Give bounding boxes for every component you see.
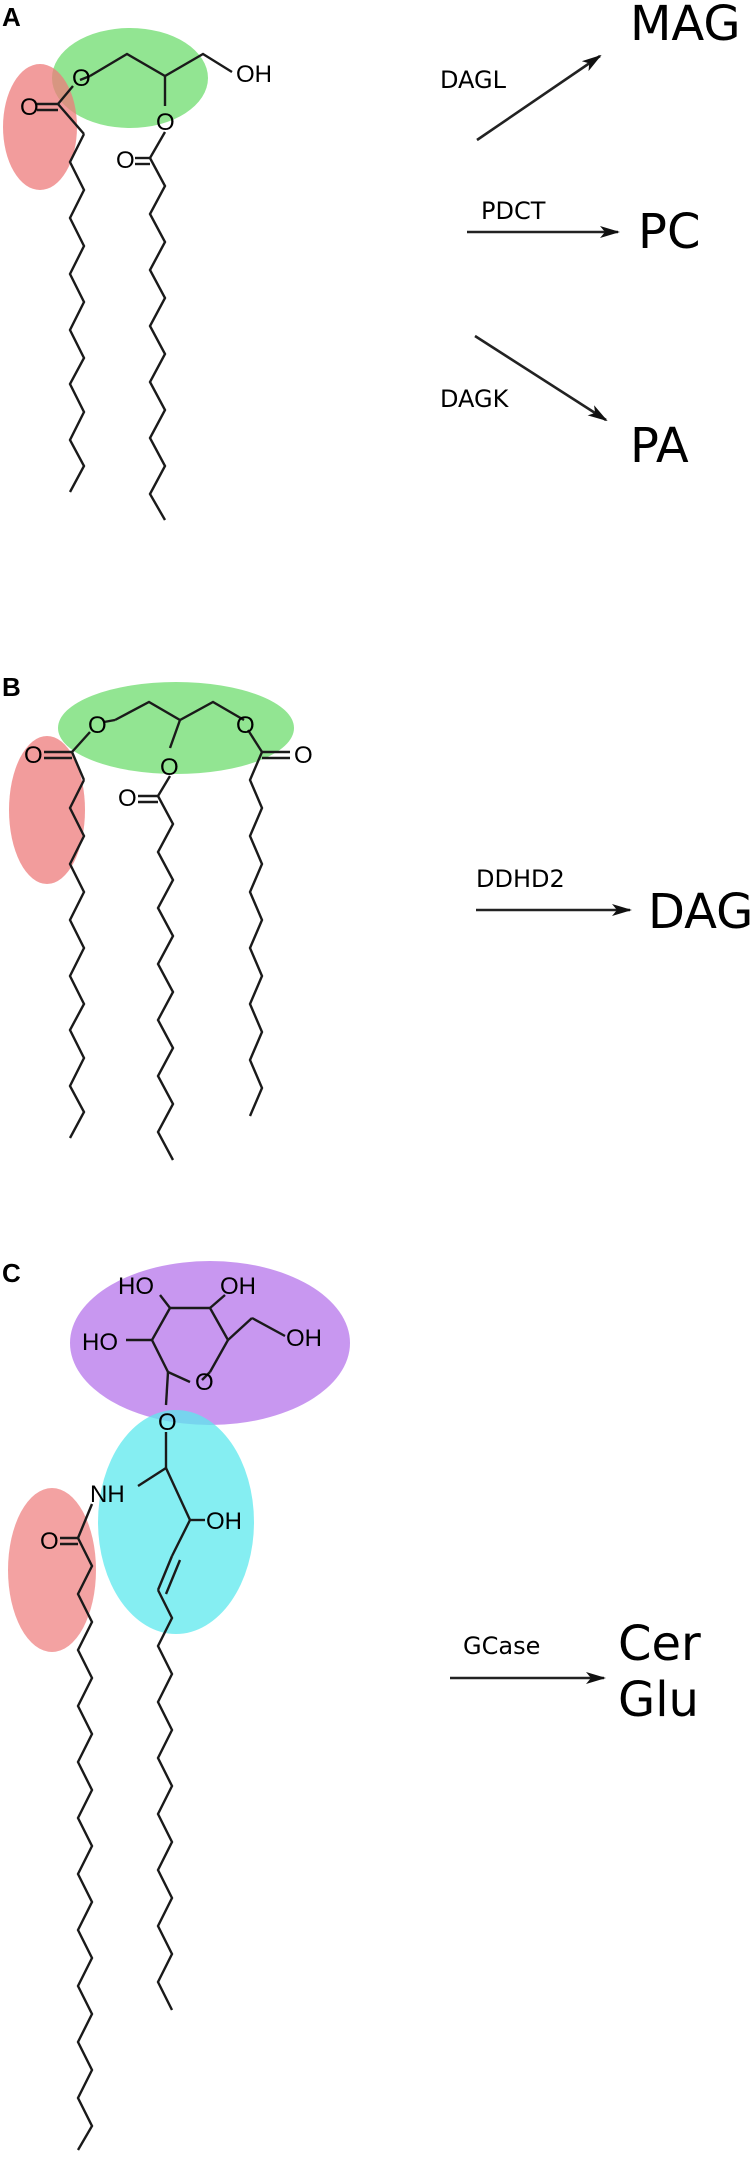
ester-carbonyl-highlight <box>3 64 77 190</box>
glucose-highlight <box>70 1261 350 1425</box>
product-label-pa: PA <box>630 418 689 474</box>
oxygen-atom: O <box>20 94 39 121</box>
product-label-cer: Cer <box>618 1616 701 1672</box>
reaction-pdct: PDCT PC <box>467 197 700 260</box>
amide-carbonyl-highlight <box>8 1488 96 1652</box>
reaction-gcase: GCase Cer Glu <box>450 1616 701 1728</box>
molecule-tag: O O O O O O <box>24 700 313 1161</box>
oxygen-atom: O <box>236 712 255 739</box>
glycosidic-oxygen-atom: O <box>158 1409 177 1436</box>
product-label-mag: MAG <box>630 0 741 52</box>
panel-c-label: C <box>2 1258 21 1288</box>
oxygen-atom: O <box>118 785 137 812</box>
enzyme-label-pdct: PDCT <box>481 197 546 225</box>
hydroxyl-group: OH <box>220 1273 256 1300</box>
panel-c: C <box>2 1258 701 2151</box>
hydroxyl-group: HO <box>82 1329 118 1356</box>
amine-group: NH <box>90 1481 125 1508</box>
hydroxyl-group: OH <box>286 1325 322 1352</box>
oxygen-atom: O <box>156 109 175 136</box>
product-label-dag: DAG <box>648 884 753 940</box>
enzyme-label-dagk: DAGK <box>440 385 510 413</box>
panel-b-label: B <box>2 672 21 702</box>
enzyme-label-ddhd2: DDHD2 <box>476 865 565 893</box>
ring-oxygen-atom: O <box>195 1369 214 1396</box>
product-label-pc: PC <box>638 204 700 260</box>
panel-a-label: A <box>2 2 21 32</box>
hydroxyl-group: OH <box>236 61 272 88</box>
hydroxyl-group: HO <box>118 1273 154 1300</box>
oxygen-atom: O <box>72 65 91 92</box>
reaction-dagl: DAGL MAG <box>440 0 741 142</box>
molecule-dag: O O O O OH <box>20 52 272 521</box>
oxygen-atom: O <box>294 742 313 769</box>
product-label-glu: Glu <box>618 1672 699 1728</box>
glycerol-backbone-highlight <box>52 28 208 128</box>
hydroxyl-group: OH <box>206 1508 242 1535</box>
sphingosine-highlight <box>98 1410 254 1634</box>
oxygen-atom: O <box>24 742 43 769</box>
panel-b: B O O <box>2 672 753 1161</box>
carbonyl-oxygen-atom: O <box>40 1528 59 1555</box>
enzyme-label-dagl: DAGL <box>440 66 507 94</box>
molecule-glucosylceramide: HO OH HO OH O O NH OH O <box>40 1273 322 2151</box>
reaction-arrow <box>474 334 608 422</box>
panel-a: A O O O O OH DAG <box>2 0 741 521</box>
reaction-dagk: DAGK PA <box>440 334 689 474</box>
ester-carbonyl-highlight <box>9 736 85 884</box>
reaction-arrow <box>476 54 602 142</box>
oxygen-atom: O <box>88 712 107 739</box>
enzyme-label-gcase: GCase <box>463 1632 540 1660</box>
reaction-ddhd2: DDHD2 DAG <box>476 865 753 940</box>
oxygen-atom: O <box>116 147 135 174</box>
oxygen-atom: O <box>160 754 179 781</box>
